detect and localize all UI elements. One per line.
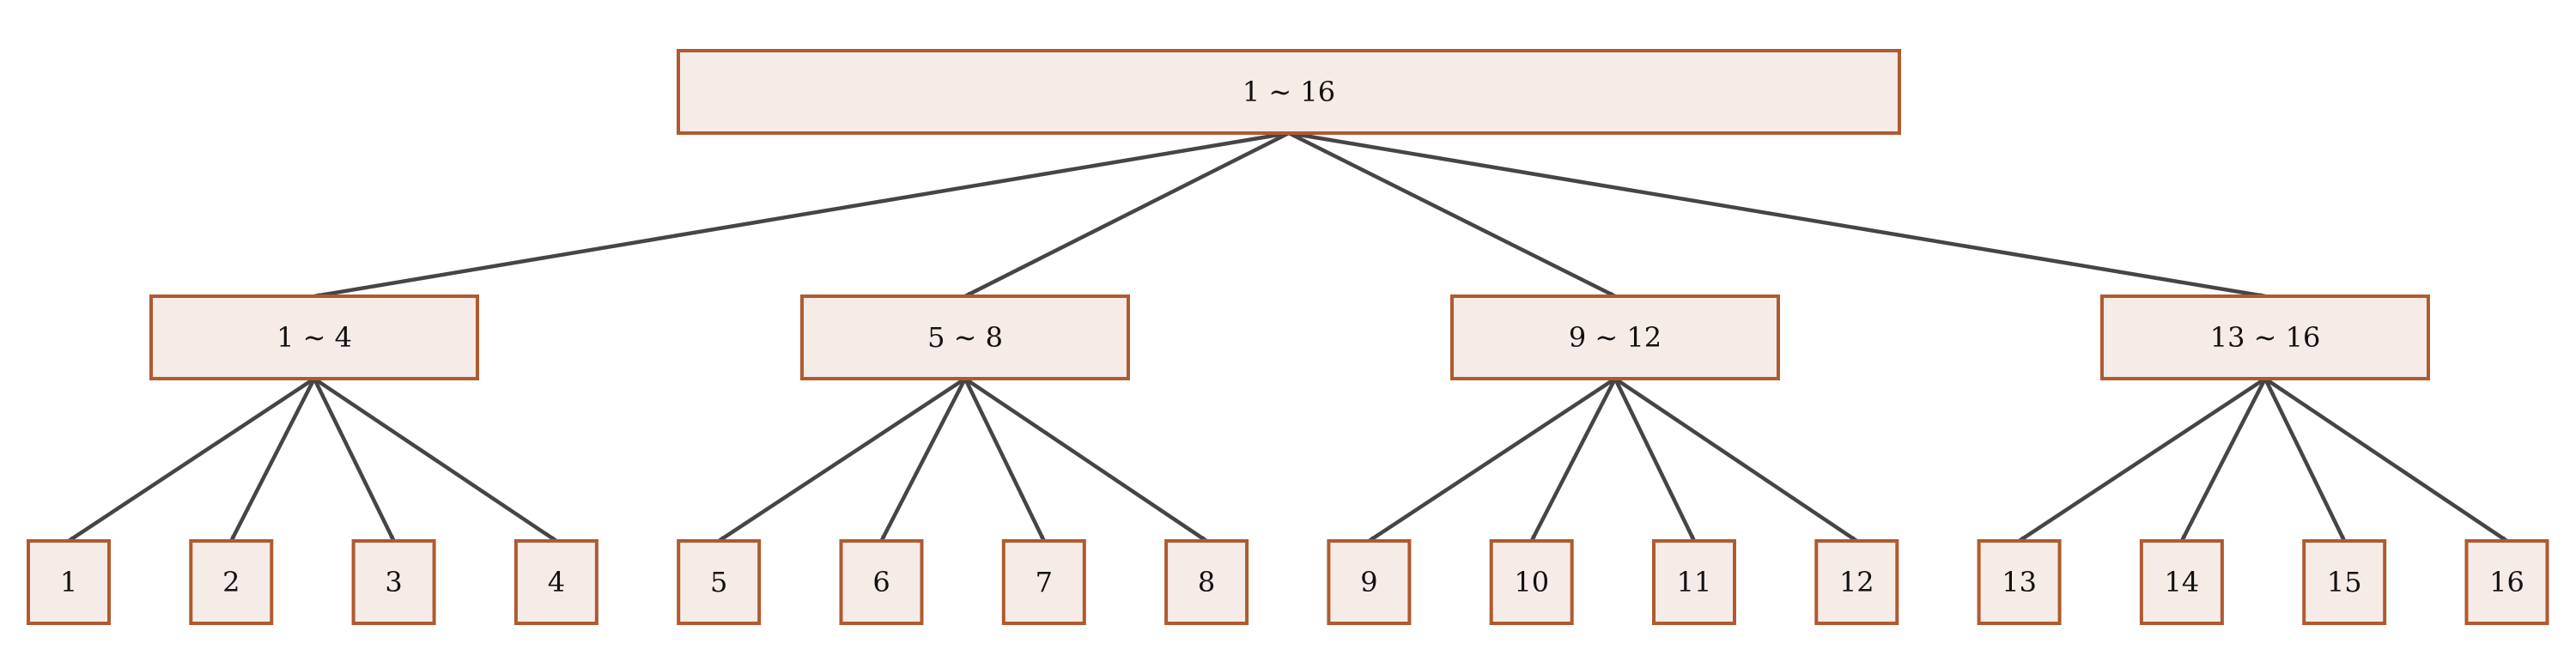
group-node-3: 9 ∼ 12 — [1450, 295, 1780, 380]
edge-group-2-to-leaf-8 — [963, 377, 1208, 543]
edge-group-4-to-leaf-13 — [2018, 377, 2267, 543]
edge-group-2-to-leaf-7 — [963, 378, 1046, 542]
edge-group-3-to-leaf-11 — [1613, 378, 1697, 542]
edge-group-1-to-leaf-3 — [312, 378, 396, 542]
leaf-node-16-box — [2464, 539, 2549, 625]
leaf-node-15: 15 — [2302, 539, 2387, 625]
leaf-node-1: 1 — [27, 539, 111, 625]
edge-group-3-to-leaf-12 — [1613, 377, 1858, 543]
leaf-node-3: 3 — [351, 539, 436, 625]
root-node-label: 1 ∼ 16 — [1242, 76, 1335, 108]
leaf-node-3-box — [351, 539, 436, 625]
group-node-2-box — [800, 295, 1130, 380]
leaf-node-5: 5 — [677, 539, 762, 625]
leaf-node-2: 2 — [189, 539, 274, 625]
group-node-3-box — [1450, 295, 1780, 380]
edge-group-2-to-leaf-6 — [879, 377, 967, 543]
group-node-2: 5 ∼ 8 — [800, 295, 1130, 380]
group-node-1: 1 ∼ 4 — [149, 295, 479, 380]
edge-group-1-to-leaf-2 — [229, 377, 317, 543]
leaf-node-11: 11 — [1652, 539, 1736, 625]
edge-root-to-group-1 — [313, 131, 1290, 299]
leaf-node-15-label: 15 — [2327, 566, 2362, 598]
group-node-3-label: 9 ∼ 12 — [1569, 321, 1662, 354]
group-node-2-label: 5 ∼ 8 — [927, 321, 1003, 354]
leaf-node-4: 4 — [513, 539, 598, 625]
leaf-node-2-box — [189, 539, 274, 625]
leaf-node-15-box — [2302, 539, 2387, 625]
edge-group-3-to-leaf-10 — [1529, 377, 1618, 543]
edge-root-to-group-2 — [963, 131, 1291, 299]
leaf-node-13-box — [1977, 539, 2062, 625]
leaf-node-8-label: 8 — [1198, 566, 1215, 598]
edges — [67, 131, 2508, 543]
group-node-1-label: 1 ∼ 4 — [276, 321, 352, 354]
group-node-4-label: 13 ∼ 16 — [2210, 321, 2321, 354]
leaf-node-11-box — [1652, 539, 1736, 625]
leaf-node-16: 16 — [2464, 539, 2549, 625]
leaf-node-14: 14 — [2139, 539, 2224, 625]
leaf-node-7-box — [1001, 539, 1086, 625]
leaf-node-10-label: 10 — [1514, 566, 1549, 598]
leaf-node-6: 6 — [839, 539, 924, 625]
leaf-node-8-box — [1164, 539, 1249, 625]
leaf-node-12: 12 — [1814, 539, 1899, 625]
leaf-node-4-label: 4 — [548, 566, 565, 598]
leaf-node-10: 10 — [1489, 539, 1574, 625]
leaf-node-6-box — [839, 539, 924, 625]
leaf-node-13: 13 — [1977, 539, 2062, 625]
leaf-node-9-box — [1327, 539, 1412, 625]
leaf-node-12-box — [1814, 539, 1899, 625]
leaf-node-3-label: 3 — [385, 566, 402, 598]
leaf-node-14-box — [2139, 539, 2224, 625]
leaf-node-2-label: 2 — [222, 566, 240, 598]
edge-root-to-group-4 — [1288, 131, 2266, 299]
leaf-node-6-label: 6 — [872, 566, 890, 598]
leaf-node-1-box — [27, 539, 111, 625]
leaf-node-7-label: 7 — [1036, 566, 1053, 598]
edge-group-4-to-leaf-15 — [2263, 378, 2347, 542]
leaf-node-12-label: 12 — [1839, 566, 1874, 598]
edge-group-1-to-leaf-1 — [67, 377, 316, 543]
leaf-node-11-label: 11 — [1677, 566, 1712, 598]
edge-group-1-to-leaf-4 — [313, 377, 558, 543]
leaf-node-1-label: 1 — [60, 566, 77, 598]
root-node-box — [677, 49, 1901, 135]
edge-root-to-group-3 — [1287, 131, 1617, 299]
edge-group-4-to-leaf-14 — [2179, 377, 2268, 543]
leaf-node-14-label: 14 — [2165, 566, 2200, 598]
leaf-node-16-label: 16 — [2489, 566, 2524, 598]
leaf-node-9-label: 9 — [1360, 566, 1377, 598]
leaf-node-7: 7 — [1001, 539, 1086, 625]
group-node-4-box — [2100, 295, 2430, 380]
leaf-node-13-label: 13 — [2002, 566, 2037, 598]
leaf-node-5-label: 5 — [710, 566, 727, 598]
edge-group-3-to-leaf-9 — [1368, 377, 1617, 543]
leaf-node-9: 9 — [1327, 539, 1412, 625]
leaf-node-5-box — [677, 539, 762, 625]
group-node-1-box — [149, 295, 479, 380]
edge-group-4-to-leaf-16 — [2263, 377, 2508, 543]
leaf-node-10-box — [1489, 539, 1574, 625]
group-node-4: 13 ∼ 16 — [2100, 295, 2430, 380]
root-node: 1 ∼ 16 — [677, 49, 1901, 135]
leaf-node-8: 8 — [1164, 539, 1249, 625]
edge-group-2-to-leaf-5 — [717, 377, 967, 543]
leaf-node-4-box — [513, 539, 598, 625]
